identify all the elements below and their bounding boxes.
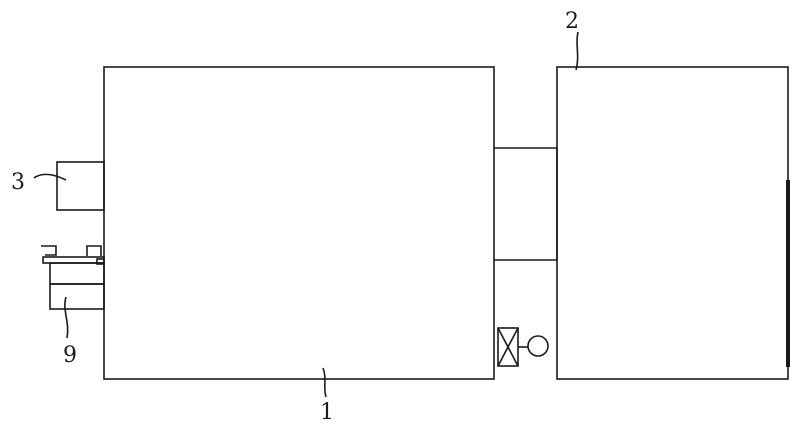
leader-line-3 [33,173,67,181]
leader-line-1 [322,367,327,398]
leader-line-9 [64,296,69,339]
connector-section [494,147,558,261]
label-part-9: 9 [63,343,77,368]
thick-edge [786,180,790,367]
label-part-1: 1 [320,400,334,425]
main-body [103,66,495,380]
pump-icon [527,335,549,357]
component-3 [56,161,105,211]
label-part-2: 2 [565,9,579,34]
component-9 [41,245,105,310]
valve-icon [497,327,519,367]
leader-line-2 [575,31,579,71]
label-part-3: 3 [11,170,25,195]
secondary-body [556,66,789,380]
